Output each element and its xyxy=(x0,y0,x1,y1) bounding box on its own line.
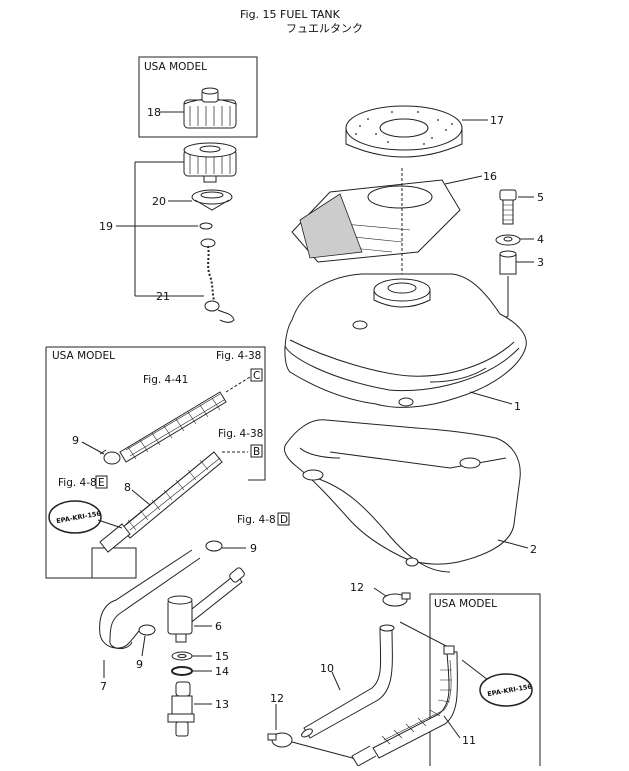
part-number-7: 7 xyxy=(100,680,107,693)
usa-fuel-cap xyxy=(183,87,237,129)
part-number-18: 18 xyxy=(147,106,161,119)
fuel-hose-11 xyxy=(351,645,458,767)
clamp-12-top xyxy=(382,592,411,607)
fuel-cap xyxy=(183,142,237,183)
usa-line-panel: USA MODEL xyxy=(429,593,541,766)
part-number-12-bottom: 12 xyxy=(270,692,284,705)
ref-box-d: D xyxy=(277,512,290,526)
fig-ref-438-top: Fig. 4-38 xyxy=(216,350,261,362)
vent-hose-braided xyxy=(119,376,251,463)
part-number-9-mid: 9 xyxy=(250,542,257,555)
part-number-5: 5 xyxy=(537,191,544,204)
ref-box-b: B xyxy=(250,444,263,458)
washer-4 xyxy=(495,234,521,246)
collar-3 xyxy=(499,250,517,275)
part-number-4: 4 xyxy=(537,233,544,246)
usa-cap-panel: USA MODEL 18 xyxy=(138,56,258,138)
part-19-bracket xyxy=(116,161,204,297)
bolt-5 xyxy=(499,189,517,225)
ref-box-e: E xyxy=(95,475,108,489)
clamp-9-mid xyxy=(205,540,223,552)
cap-gasket-20 xyxy=(191,189,233,211)
usa-line-label: USA MODEL xyxy=(434,598,497,610)
svg-text:D: D xyxy=(280,514,288,526)
part-number-6: 6 xyxy=(215,620,222,633)
fuel-valve-6 xyxy=(167,567,245,643)
part-number-17: 17 xyxy=(490,114,504,127)
part-number-20: 20 xyxy=(152,195,166,208)
o-ring-14 xyxy=(171,666,193,676)
clamp-9-top xyxy=(99,449,121,465)
fuel-tank-1 xyxy=(284,273,527,408)
fig-ref-48-right: Fig. 4-8 xyxy=(237,514,276,526)
part-number-3: 3 xyxy=(537,256,544,269)
part-number-11: 11 xyxy=(462,734,476,747)
clamp-9-bottom xyxy=(138,624,156,636)
part-number-14: 14 xyxy=(215,665,229,678)
svg-text:C: C xyxy=(253,370,260,382)
fig-ref-48-left: Fig. 4-8 xyxy=(58,477,97,489)
part-number-1: 1 xyxy=(514,400,521,413)
cap-strap xyxy=(199,222,235,323)
fig-ref-441: Fig. 4-41 xyxy=(143,374,188,386)
part-number-9-top: 9 xyxy=(72,434,79,447)
figure-title: Fig. 15 FUEL TANK xyxy=(240,8,341,21)
part-number-12-top: 12 xyxy=(350,581,364,594)
svg-text:B: B xyxy=(253,446,260,458)
fuel-hose-8 xyxy=(99,451,248,553)
part-number-9-bottom: 9 xyxy=(136,658,143,671)
fuel-hose-7 xyxy=(99,549,201,649)
svg-text:E: E xyxy=(98,477,105,489)
heat-shield-16 xyxy=(291,179,461,263)
fig-ref-438-mid: Fig. 4-38 xyxy=(218,428,263,440)
part-number-8: 8 xyxy=(124,481,131,494)
part-number-13: 13 xyxy=(215,698,229,711)
usa-hose-label: USA MODEL xyxy=(52,350,115,362)
usa-hose-panel: USA MODEL xyxy=(45,346,266,579)
valve-body-13 xyxy=(167,681,195,737)
ref-box-c: C xyxy=(250,368,263,382)
part-number-19: 19 xyxy=(99,220,113,233)
filter-pad-17 xyxy=(345,105,463,158)
part-number-21: 21 xyxy=(156,290,170,303)
epa-label-right: EPA-KRI-156 xyxy=(461,659,533,707)
figure-subtitle: フュエルタンク xyxy=(286,22,363,35)
part-number-16: 16 xyxy=(483,170,497,183)
part-number-2: 2 xyxy=(530,543,537,556)
fuel-hose-10 xyxy=(301,624,395,739)
epa-label-left: EPA-KRI-156 xyxy=(48,500,123,534)
clamp-12-bottom xyxy=(267,732,293,748)
usa-cap-label: USA MODEL xyxy=(144,61,207,73)
washer-15 xyxy=(171,651,193,661)
tank-base-2 xyxy=(283,419,521,573)
part-number-10: 10 xyxy=(320,662,334,675)
part-number-15: 15 xyxy=(215,650,229,663)
